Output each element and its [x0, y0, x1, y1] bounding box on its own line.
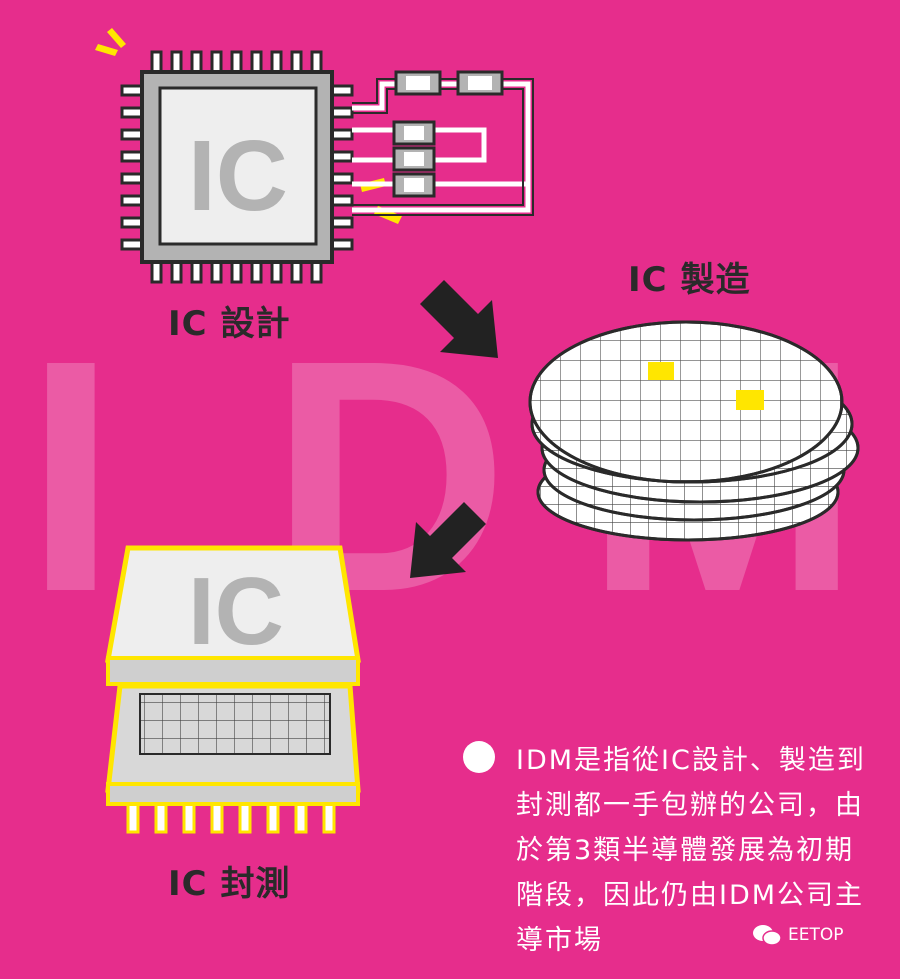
wafer-stack-icon — [528, 320, 860, 542]
bg-letter-i: I — [25, 291, 117, 660]
packaged-chip-icon: IC — [105, 545, 361, 834]
arrow-icon — [410, 502, 486, 578]
bullet-icon — [463, 741, 495, 773]
ic-chip-icon: IC — [95, 28, 534, 284]
circuit-traces — [352, 81, 531, 213]
chip-text: IC — [188, 120, 288, 232]
label-ic-design: IC 設計 — [168, 304, 291, 344]
label-ic-packaging-testing: IC 封測 — [168, 864, 291, 904]
note-text: IDM是指從IC設計、製造到封測都一手包辦的公司，由於第3類半導體發展為初期階段… — [516, 745, 866, 956]
arrow-icon — [420, 280, 498, 358]
package-chip-text: IC — [188, 558, 284, 665]
label-ic-manufacturing: IC 製造 — [628, 260, 751, 300]
wechat-icon — [753, 925, 782, 946]
watermark-text: EETOP — [788, 925, 844, 945]
watermark: EETOP — [752, 924, 844, 946]
